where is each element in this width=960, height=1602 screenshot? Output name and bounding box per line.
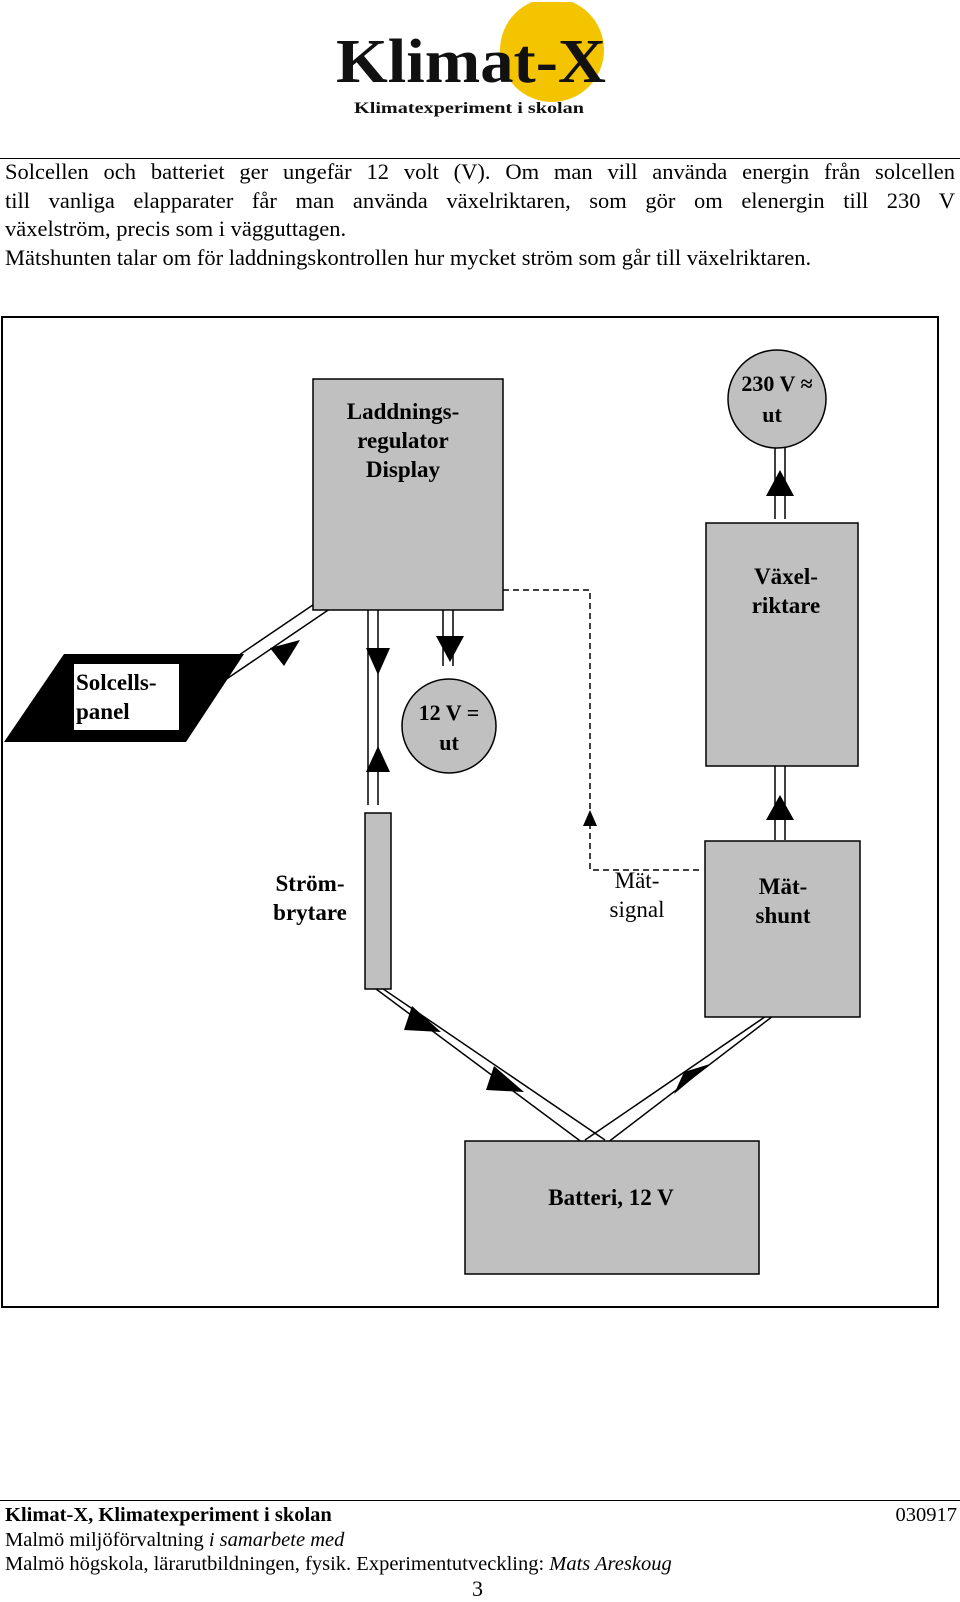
header-rule	[0, 158, 960, 159]
arrow-shunt-to-battery	[674, 1064, 710, 1094]
output-230v-label-2: ut	[762, 402, 782, 427]
page-number: 3	[472, 1576, 483, 1601]
arrow-signal-up	[583, 810, 597, 826]
intro-line-2: till vanliga elapparater får man använda…	[5, 187, 955, 213]
footer-author: Mats Areskoug	[549, 1553, 672, 1575]
footer-org: Klimat-X, Klimatexperiment i skolan	[5, 1504, 332, 1526]
arrow-panel-to-regulator	[270, 640, 300, 666]
footer-line3-text: Malmö högskola, lärarutbildningen, fysik…	[5, 1553, 550, 1575]
arrow-regulator-down	[366, 648, 390, 675]
shunt-box: Mät- shunt	[704, 840, 861, 1018]
battery-label: Batteri, 12 V	[548, 1185, 674, 1210]
regulator-label-2: regulator	[357, 428, 449, 453]
output-12v: 12 V = ut	[401, 678, 497, 774]
inverter-label-2: riktare	[752, 593, 821, 618]
intro-line-3: växelström, precis som i vägguttagen.	[5, 216, 347, 241]
shunt-label-1: Mät-	[759, 874, 808, 899]
intro-line-1: Solcellen och batteriet ger ungefär 12 v…	[5, 159, 955, 184]
logo-title: Klimat-X	[336, 28, 606, 96]
regulator-box: Laddnings- regulator Display	[312, 378, 504, 611]
footer-code: 030917	[895, 1504, 958, 1526]
arrow-switch-battery-2	[486, 1066, 524, 1092]
output-12v-label-1: 12 V =	[419, 700, 480, 725]
regulator-label-1: Laddnings-	[347, 399, 460, 424]
shunt-label-2: shunt	[756, 903, 811, 928]
arrow-to-12v	[436, 636, 464, 662]
output-230v: 230 V ≈ ut	[727, 349, 827, 449]
signal-dashed-line	[503, 589, 702, 871]
intro-line-4: Mätshunten talar om för laddningskontrol…	[5, 244, 812, 270]
inverter-label-1: Växel-	[754, 564, 818, 589]
arrow-switch-battery-1	[404, 1006, 441, 1032]
arrow-up-switch	[366, 746, 390, 772]
footer: Klimat-X, Klimatexperiment i skolan 0309…	[5, 1503, 957, 1577]
output-12v-label-2: ut	[439, 730, 459, 755]
footer-rule	[0, 1500, 960, 1501]
inverter-box: Växel- riktare	[705, 522, 859, 767]
signal-label: Mät- signal	[610, 868, 665, 922]
arrow-up-inverter	[766, 795, 794, 820]
battery-box: Batteri, 12 V	[464, 1140, 760, 1275]
footer-line2-italic: i samarbete med	[208, 1528, 345, 1551]
arrows	[270, 470, 794, 1094]
signal-label-2: signal	[610, 897, 665, 922]
arrow-up-230	[766, 470, 794, 496]
footer-line2-text: Malmö miljöförvaltning	[5, 1528, 209, 1551]
klimat-x-logo: Klimat-X Klimatexperiment i skolan	[330, 0, 630, 120]
intro-text: Solcellen och batteriet ger ungefär 12 v…	[5, 158, 955, 272]
switch-label-2: brytare	[273, 900, 347, 925]
solar-panel: Solcells- panel	[4, 654, 244, 742]
diagram-frame	[1, 316, 939, 1308]
logo-tagline: Klimatexperiment i skolan	[354, 100, 584, 117]
switch-label-1: Ström-	[276, 871, 345, 896]
switch: Ström- brytare	[273, 812, 392, 990]
solar-panel-label-1: Solcells-	[76, 670, 157, 695]
logo-sun-circle	[500, 0, 604, 102]
solar-panel-label-2: panel	[76, 699, 130, 724]
regulator-label-3: Display	[366, 457, 441, 482]
signal-label-1: Mät-	[615, 868, 660, 893]
solar-system-diagram: Laddnings- regulator Display 230 V ≈ ut …	[1, 316, 939, 1308]
output-230v-label-1: 230 V ≈	[741, 371, 812, 396]
